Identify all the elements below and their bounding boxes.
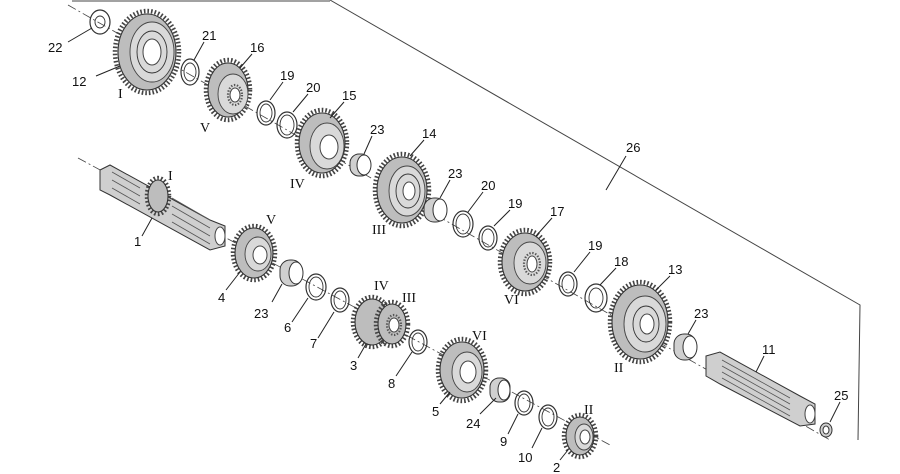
assembly-26-outline [329,0,861,441]
part-9-washer [514,390,534,416]
part-7-circlip [330,287,350,313]
mark-gear-14: III [372,223,386,238]
callout-6: 6 [284,320,291,335]
mark-gear-16: V [200,121,210,136]
part-3-gear [350,294,411,350]
callout-19b: 19 [508,196,522,211]
callout-21: 21 [202,28,216,43]
mark-gear-2: II [584,403,594,418]
part-12-gear [112,8,182,96]
callout-20a: 20 [306,80,320,95]
part-5-gear [435,336,489,404]
part-16-gear [203,57,253,123]
lower-shaft-axis [77,157,611,446]
callout-23d: 23 [254,306,268,321]
part-4-gear [230,223,278,283]
part-15-gear [294,107,350,179]
callout-24: 24 [466,416,480,431]
part-23b-bearing [423,197,448,223]
callout-19c: 19 [588,238,602,253]
part-18-washer [584,283,608,313]
part-19a-circlip [256,100,276,126]
part-20a-washer [276,111,298,139]
mark-gear-13: II [614,361,624,376]
callout-25: 25 [834,388,848,403]
part-14-gear [372,151,432,229]
mark-gear-12: I [118,87,123,102]
callout-15: 15 [342,88,356,103]
callout-12: 12 [72,74,86,89]
callout-26: 26 [626,140,640,155]
part-20b-washer [452,210,474,238]
callout-4: 4 [218,290,225,305]
callout-23b: 23 [448,166,462,181]
mark-gear-3a: IV [374,279,389,294]
callout-3: 3 [350,358,357,373]
part-11-shaft [705,351,816,427]
callout-18: 18 [614,254,628,269]
part-19c-circlip [558,271,578,297]
part-19b-circlip [478,225,498,251]
mark-gear-3b: III [402,291,416,306]
callout-23a: 23 [370,122,384,137]
part-10-circlip [538,404,558,430]
part-23c-bearing [673,333,698,361]
part-2-gear [561,412,599,460]
callout-1: 1 [134,234,141,249]
callout-13: 13 [668,262,682,277]
callout-20b: 20 [481,178,495,193]
callout-16: 16 [250,40,264,55]
mark-gear-4: V [266,213,276,228]
upper-shaft-axis [67,4,831,441]
callout-10: 10 [518,450,532,465]
mark-gear-1: I [168,169,173,184]
part-25-nut [819,422,833,438]
callout-2: 2 [553,460,560,474]
callout-22: 22 [48,40,62,55]
part-23d-bearing [279,259,304,287]
callout-11: 11 [762,342,776,357]
part-6-washer [305,273,327,301]
part-17-gear [497,227,553,297]
part-21-ring [180,58,200,86]
part-23a-bearing [349,153,372,177]
callout-17: 17 [550,204,564,219]
mark-gear-5: VI [472,329,487,344]
part-13-gear [607,279,673,365]
part-1-shaft [99,164,226,251]
callout-8: 8 [388,376,395,391]
part-8-washer [408,329,428,355]
callout-23c: 23 [694,306,708,321]
callout-7: 7 [310,336,317,351]
callout-5: 5 [432,404,439,419]
mark-gear-17: VI [504,293,519,308]
callout-14: 14 [422,126,436,141]
leader-lines [67,27,841,461]
callout-19a: 19 [280,68,294,83]
part-22-washer [89,9,111,35]
mark-gear-15: IV [290,177,305,192]
callout-9: 9 [500,434,507,449]
part-24-bearing [489,377,511,403]
